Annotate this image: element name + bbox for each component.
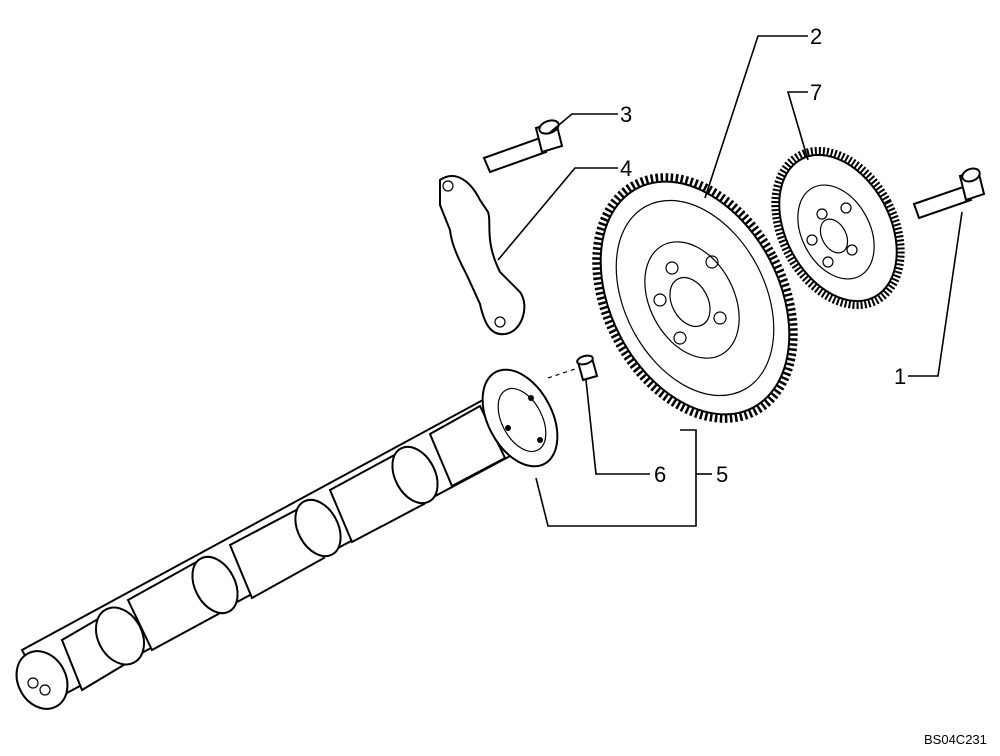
callout-5: 5	[716, 462, 728, 487]
bolt-upper	[482, 119, 564, 174]
callout-1: 1	[894, 364, 906, 389]
leader-lines	[497, 35, 963, 527]
gear-large	[592, 173, 798, 423]
callout-7: 7	[810, 80, 822, 105]
callout-3: 3	[620, 102, 632, 127]
callout-6: 6	[654, 462, 666, 487]
callout-4: 4	[620, 156, 632, 181]
pin	[547, 354, 599, 382]
plate	[439, 175, 526, 336]
camshaft	[15, 368, 559, 710]
callout-2: 2	[810, 24, 822, 49]
reference-code: BS04C231	[924, 732, 987, 747]
gear-small	[771, 146, 905, 310]
bolt-right	[912, 167, 986, 220]
